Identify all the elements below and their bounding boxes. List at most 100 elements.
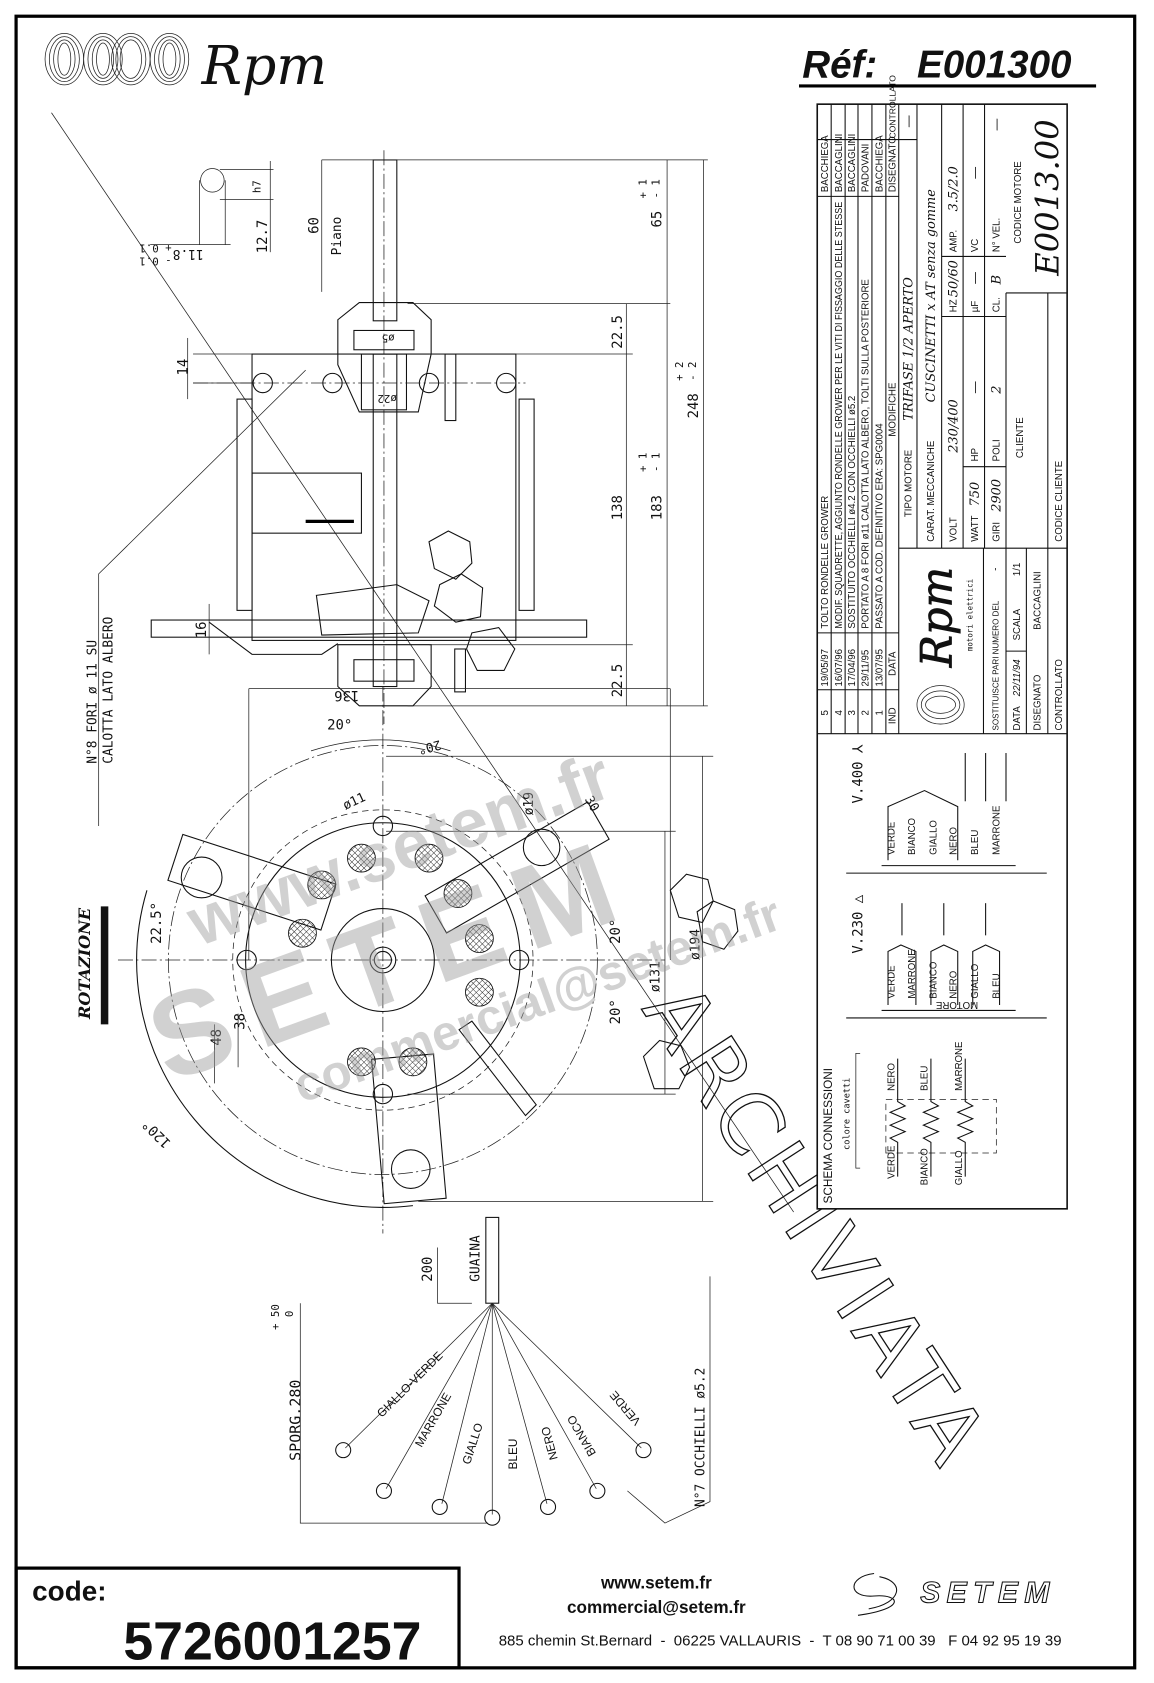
star-wire-label: GIALLO (928, 820, 939, 855)
ref-label: Réf: (802, 43, 877, 86)
length-tol-plus: + 50 (269, 1304, 282, 1330)
delta-wire-label: BIANCO (928, 961, 939, 998)
tie-rod-right (518, 398, 535, 611)
delta-wire-label: NERO (949, 970, 960, 998)
svg-text:1: 1 (875, 710, 886, 715)
mounting-holes (236, 815, 530, 1105)
rpm-label: GIRI (992, 522, 1003, 542)
revision-row: 229/11/95 PORTATO A 8 FORI ø11 CALOTTA L… (861, 144, 872, 716)
svg-text:BACCHIEGA: BACCHIEGA (820, 135, 831, 192)
dim-22-5-bottom: 22.5 (610, 664, 626, 698)
svg-text:SOSTITUITO OCCHIELLI ø4.2 CON: SOSTITUITO OCCHIELLI ø4.2 CON OCCHIELLI … (847, 396, 858, 629)
side-dimension-lines (98, 159, 708, 826)
delta-wire-label: BLEU (992, 973, 1003, 998)
dim-20deg-right-2: 20° (608, 999, 624, 1024)
dim-120deg: 120° (139, 1116, 174, 1151)
vent-holes-8xphi11 (288, 843, 494, 1077)
schema-subtitle: colore cavetti (842, 1078, 852, 1150)
code-box (14, 1566, 461, 1670)
watt-label: WATT (970, 515, 981, 541)
dim-248-tol-minus: - 2 (686, 361, 699, 380)
eyelets (335, 1442, 652, 1526)
dim-11-8-tol-plus: + 0.1 (139, 242, 171, 255)
delta-wire-label: VERDE (886, 965, 897, 999)
motor-label: MOTORE (935, 999, 978, 1010)
dim-h7: h7 (251, 180, 264, 193)
svg-text:TOLTO RONDELLE GROWER: TOLTO RONDELLE GROWER (820, 496, 831, 629)
winding-right-label: NERO (886, 1062, 897, 1090)
winding-left-label: BIANCO (920, 1148, 931, 1185)
shaft-end (369, 946, 397, 974)
class-label: CL. (992, 297, 1003, 312)
speeds-label: N° VEL. (992, 218, 1003, 252)
dim-phi194: ø194 (688, 929, 703, 960)
uf-label: µF (970, 301, 981, 313)
vc-value: — (968, 166, 983, 179)
title-block-logo: Rpm motori elettrici (912, 566, 975, 725)
dim-11-8-tol-minus: - 0.1 (139, 255, 171, 268)
dim-14: 14 (176, 359, 192, 376)
volt-label: VOLT (949, 517, 960, 542)
svg-text:5: 5 (820, 710, 831, 715)
hp-value: — (968, 381, 983, 394)
side-view: 60 Piano 12.7 h7 11.8 + 0.1 - 0.1 14 22.… (86, 150, 708, 826)
star-connection-label: V.400 ⅄ (850, 744, 866, 803)
svg-text:PADOVANI: PADOVANI (861, 144, 872, 192)
wires (345, 1302, 642, 1515)
dim-20deg-triangle: 20° (416, 736, 442, 757)
email-link[interactable]: commercial@setem.fr (567, 1597, 746, 1617)
hz-value: 50/60 (947, 260, 962, 297)
svg-text:IND: IND (888, 707, 899, 724)
star-wire-label: VERDE (886, 821, 897, 855)
dim-200: 200 (420, 1257, 436, 1282)
website-link[interactable]: www.setem.fr (600, 1572, 712, 1592)
dim-phi22: ø22 (377, 392, 396, 405)
drawn-by-label: DISEGNATO (1032, 674, 1043, 730)
svg-text:PASSATO A COD. DEFINITIVO ERA:: PASSATO A COD. DEFINITIVO ERA: SPG0004 (875, 423, 886, 629)
svg-text:3: 3 (847, 710, 858, 715)
title-block: 519/05/97 TOLTO RONDELLE GROWERBACCHIEGA… (816, 75, 1068, 1210)
wire-bundle (458, 1020, 537, 1117)
poles-value: 2 (990, 386, 1005, 395)
brand-name: Rpm (201, 34, 328, 97)
svg-text:17/04/96: 17/04/96 (847, 649, 858, 687)
wire-label-giallo: GIALLO (460, 1422, 486, 1467)
dim-22-5deg: 22.5° (149, 902, 165, 944)
dim-136: 136 (334, 687, 359, 703)
dim-30: 30 (581, 794, 602, 815)
svg-text:DISEGNATO: DISEGNATO (888, 136, 899, 192)
scale-label: SCALA (1012, 608, 1023, 640)
svg-text:29/11/95: 29/11/95 (861, 650, 872, 687)
stator-pack (251, 472, 362, 534)
dim-60: 60 (307, 217, 323, 234)
svg-text:4: 4 (834, 709, 845, 715)
wire-harness: GUAINA 200 SPORG.280 + 50 0 GIALLO-VERDE… (269, 1216, 711, 1526)
svg-text:13/07/95: 13/07/95 (875, 649, 886, 687)
drawn-by-value: BACCAGLINI (1032, 571, 1043, 629)
sheet-border (14, 14, 1137, 1670)
mechanical-label: CARAT. MECCANICHE (926, 440, 937, 542)
eyelets-note: N°7 OCCHIELLI ø5.2 (694, 1368, 709, 1507)
volt-value: 230/400 (947, 399, 962, 453)
star-wire-label: BLEU (970, 830, 981, 855)
rpm-value: 2900 (990, 479, 1005, 513)
delta-wire-label: GIALLO (970, 963, 981, 998)
rotation-arrow-bar (100, 906, 109, 1025)
mechanical-value: CUSCINETTI x AT senza gomme (924, 189, 939, 403)
delta-connection-label: V.230 △ (850, 894, 866, 953)
dim-phi11: ø11 (341, 790, 368, 813)
revision-row: 3 17/04/96 SOSTITUITO OCCHIELLI ø4.2 CON … (847, 134, 858, 716)
dim-20deg-top: 20° (327, 717, 352, 733)
reference-heading: Réf: E001300 (799, 43, 1097, 88)
dim-12-7: 12.7 (255, 220, 271, 254)
wire-label-marrone: MARRONE (413, 1391, 454, 1450)
dim-20deg-right-1: 20° (608, 919, 624, 944)
scale-value: 1/1 (1012, 563, 1023, 576)
wire-label-bianco: BIANCO (565, 1413, 599, 1459)
dim-248-tol-plus: + 2 (673, 361, 686, 380)
code-label: code: (32, 1575, 106, 1606)
drawing-date-value: 22/11/94 (1012, 659, 1023, 697)
